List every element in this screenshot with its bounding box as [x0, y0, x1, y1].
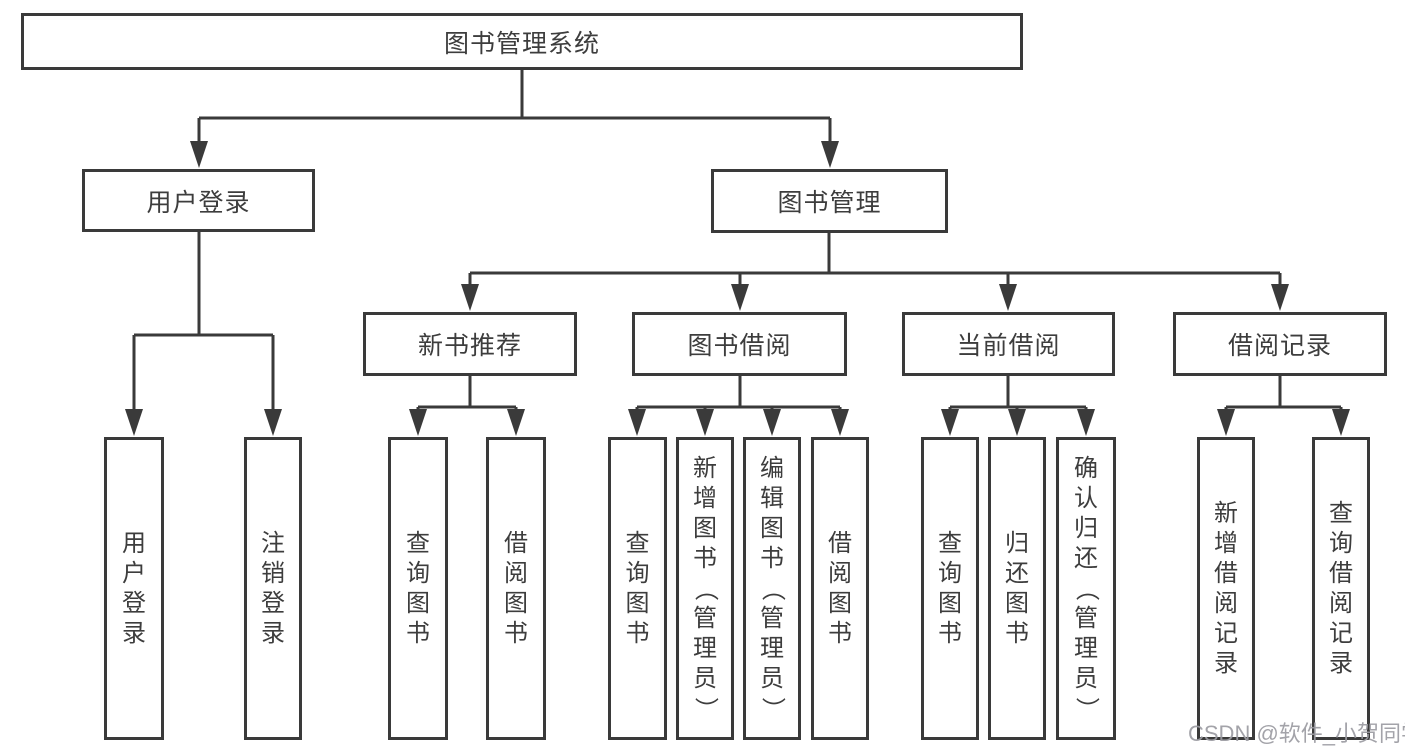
node-current-borrowing: 当前借阅	[902, 312, 1115, 376]
arrow-down-icon	[190, 141, 208, 168]
connector-current-to-leaves	[948, 376, 1088, 414]
node-root: 图书管理系统	[21, 13, 1023, 70]
arrow-down-icon	[763, 409, 781, 436]
arrow-down-icon	[125, 409, 143, 436]
arrow-down-icon	[1271, 284, 1289, 311]
arrow-down-icon	[507, 409, 525, 436]
node-query-book-borrowing: 查询图书	[608, 437, 667, 740]
node-new-book-recommend: 新书推荐	[363, 312, 577, 376]
node-book-management: 图书管理	[711, 169, 948, 233]
node-user-login-module: 用户登录	[82, 169, 315, 232]
arrow-down-icon	[821, 141, 839, 168]
arrowheads	[125, 141, 1350, 436]
arrow-down-icon	[264, 409, 282, 436]
node-edit-book-admin: 编辑图书（管理员）	[743, 437, 801, 740]
arrow-down-icon	[941, 409, 959, 436]
node-logout-login: 注销登录	[244, 437, 302, 740]
arrow-down-icon	[696, 409, 714, 436]
node-book-borrowing: 图书借阅	[632, 312, 847, 376]
node-add-borrow-record: 新增借阅记录	[1197, 437, 1255, 740]
node-add-book-admin: 新增图书（管理员）	[676, 437, 734, 740]
connector-login-to-leaves	[132, 232, 275, 414]
arrow-down-icon	[1332, 409, 1350, 436]
node-user-login: 用户登录	[104, 437, 164, 740]
connector-borrowing-to-leaves	[635, 376, 842, 414]
node-query-book-current: 查询图书	[921, 437, 979, 740]
arrow-down-icon	[731, 284, 749, 311]
arrow-down-icon	[409, 409, 427, 436]
connector-newbook-to-leaves	[416, 376, 518, 414]
connector-records-to-leaves	[1224, 376, 1343, 414]
connector-mgmt-to-level3	[468, 233, 1282, 290]
watermark: CSDN @软件_小贺同学	[1188, 721, 1405, 746]
arrow-down-icon	[999, 284, 1017, 311]
arrow-down-icon	[628, 409, 646, 436]
arrow-down-icon	[1077, 409, 1095, 436]
node-borrow-records: 借阅记录	[1173, 312, 1387, 376]
node-return-book: 归还图书	[988, 437, 1046, 740]
arrow-down-icon	[1008, 409, 1026, 436]
node-borrow-book-newbook: 借阅图书	[486, 437, 546, 740]
node-borrow-book-borrowing: 借阅图书	[811, 437, 869, 740]
node-query-borrow-record: 查询借阅记录	[1312, 437, 1370, 740]
node-query-book-newbook: 查询图书	[388, 437, 448, 740]
connector-root-to-level2	[197, 70, 832, 146]
arrow-down-icon	[831, 409, 849, 436]
arrow-down-icon	[461, 284, 479, 311]
node-confirm-return-admin: 确认归还（管理员）	[1056, 437, 1116, 740]
arrow-down-icon	[1217, 409, 1235, 436]
